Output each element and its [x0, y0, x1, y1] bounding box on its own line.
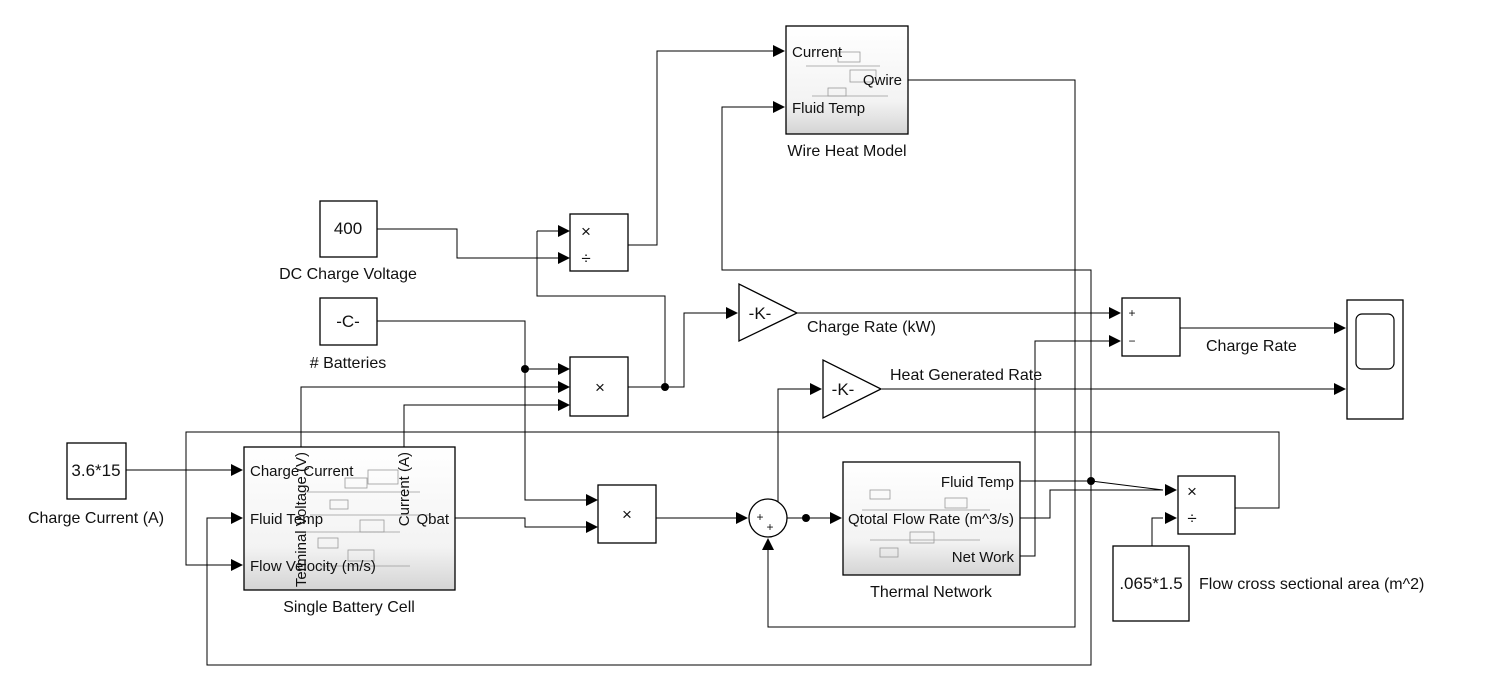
single-battery-cell-block[interactable]: Charge Current Fluid Temp Flow Velocity … — [243, 446, 456, 616]
divide-block-top[interactable]: × ÷ — [569, 213, 629, 272]
flow-area-label: Flow cross sectional area (m^2) — [1199, 576, 1424, 593]
multiply-sign: × — [595, 378, 605, 397]
gain-block-charge[interactable]: -K- — [738, 282, 799, 343]
gain-value: -K- — [749, 304, 772, 323]
wire-heat-model-label: Wire Heat Model — [787, 143, 906, 160]
subsystem-preview-icon — [300, 469, 430, 567]
batteries-value: -C- — [336, 312, 360, 331]
thermal-network-label: Thermal Network — [870, 584, 993, 601]
plus-sign: + — [756, 510, 763, 524]
port-qtotal: Qtotal — [848, 511, 888, 528]
subsystem-preview-icon — [806, 51, 888, 97]
multiply-sign: × — [1187, 482, 1197, 501]
charge-current-block[interactable]: 3.6*15 Charge Current (A) — [28, 442, 164, 527]
flow-area-value: .065*1.5 — [1119, 574, 1182, 593]
port-net-work: Net Work — [952, 549, 1015, 566]
port-fluid-temp: Fluid Temp — [250, 511, 323, 528]
sum-block-charge[interactable]: + − — [1121, 297, 1181, 357]
dc-charge-voltage-block[interactable]: 400 DC Charge Voltage — [279, 200, 417, 283]
port-charge-current: Charge Current — [250, 463, 354, 480]
junctions — [521, 365, 1095, 522]
divide-sign: ÷ — [1187, 509, 1196, 528]
gain-block-heat[interactable]: -K- — [822, 358, 883, 420]
batteries-block[interactable]: -C- # Batteries — [310, 297, 386, 372]
product-block-mid[interactable]: × — [569, 356, 629, 417]
thermal-network-block[interactable]: Qtotal Fluid Temp Flow Rate (m^3/s) Net … — [842, 461, 1021, 601]
port-fluid-temp: Fluid Temp — [941, 474, 1014, 491]
plus-sign: + — [766, 520, 773, 534]
multiply-sign: × — [622, 505, 632, 524]
dc-voltage-label: DC Charge Voltage — [279, 266, 417, 283]
port-current: Current (A) — [396, 452, 413, 526]
wire-heat-model-block[interactable]: Current Fluid Temp Qwire Wire Heat Model — [785, 25, 909, 160]
dc-voltage-value: 400 — [334, 219, 362, 238]
port-terminal-voltage: Terminal Voltage (V) — [293, 452, 310, 587]
signal-lines — [126, 50, 1337, 666]
port-flow-velocity: Flow Velocity (m/s) — [250, 558, 376, 575]
gain-value: -K- — [832, 380, 855, 399]
single-battery-cell-label: Single Battery Cell — [283, 599, 415, 616]
divide-block-flow[interactable]: × ÷ — [1177, 475, 1236, 535]
multiply-sign: × — [581, 222, 591, 241]
charge-current-value: 3.6*15 — [71, 461, 120, 480]
arrowheads — [231, 45, 1346, 571]
minus-sign: − — [1128, 334, 1135, 348]
port-current: Current — [792, 44, 843, 61]
port-fluid-temp: Fluid Temp — [792, 100, 865, 117]
subsystem-preview-icon — [862, 489, 990, 558]
charge-rate-label: Charge Rate — [1206, 338, 1297, 355]
scope-screen-icon — [1355, 313, 1395, 370]
product-block-low[interactable]: × — [597, 484, 657, 544]
divide-sign: ÷ — [581, 249, 590, 268]
flow-area-block[interactable]: .065*1.5 Flow cross sectional area (m^2) — [1112, 545, 1424, 622]
plus-sign: + — [1128, 306, 1135, 320]
heat-generated-rate-label: Heat Generated Rate — [890, 367, 1042, 384]
port-flow-rate: Flow Rate (m^3/s) — [893, 511, 1014, 528]
scope-block[interactable] — [1346, 299, 1404, 420]
batteries-label: # Batteries — [310, 355, 386, 372]
port-qbat: Qbat — [416, 511, 449, 528]
sum-block-heat[interactable]: + + — [748, 498, 788, 538]
port-qwire: Qwire — [863, 72, 902, 89]
charge-current-label: Charge Current (A) — [28, 510, 164, 527]
charge-rate-kw-label: Charge Rate (kW) — [807, 319, 936, 336]
